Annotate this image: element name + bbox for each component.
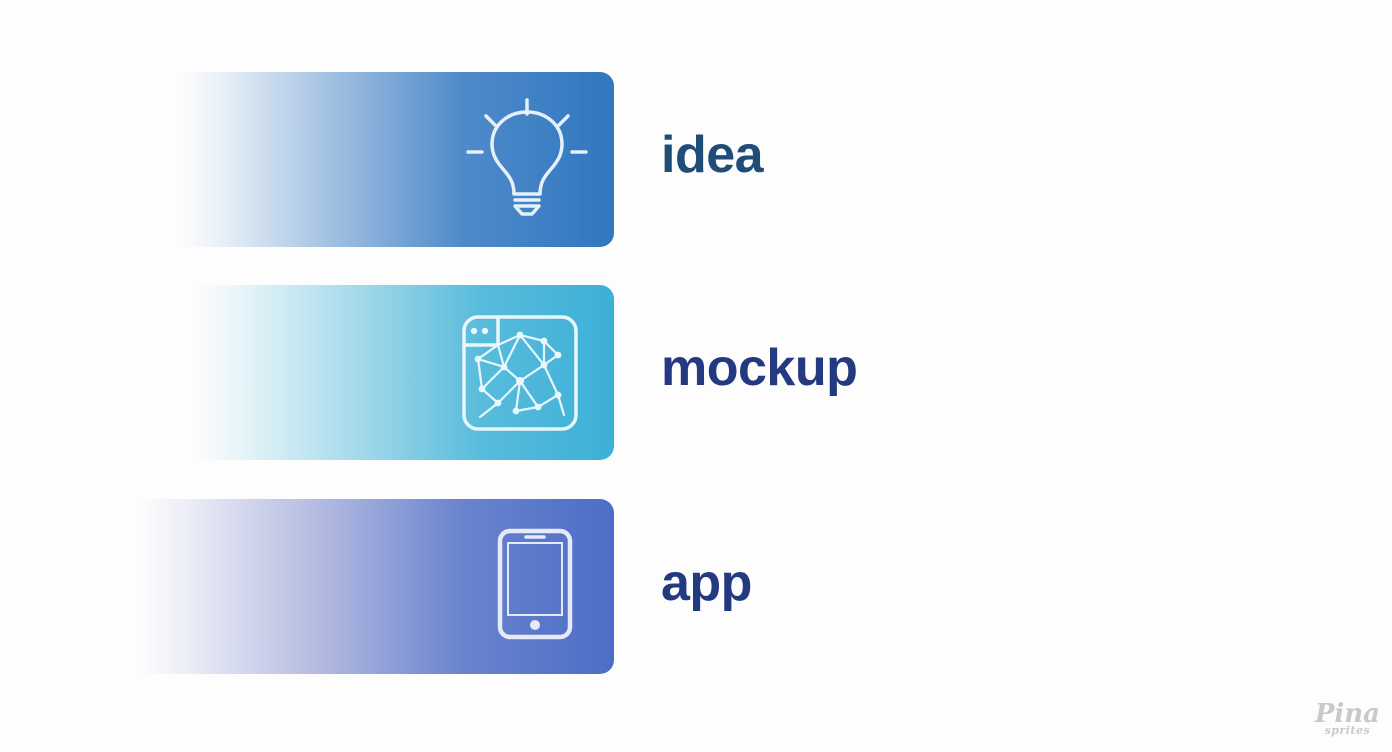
wireframe-window-icon [462,315,578,431]
step-label-app: app [661,554,752,612]
watermark-line-2: sprites [1324,724,1371,737]
step-label-mockup: mockup [661,339,858,397]
watermark-line-1: Pina [1314,699,1380,729]
step-idea: idea [0,72,1392,248]
watermark-logo: Pina sprites [1315,701,1380,736]
smartphone-icon [497,528,573,640]
step-bar-app [140,499,614,674]
step-bar-mockup [195,285,614,460]
step-label-idea: idea [661,126,764,184]
lightbulb-icon [466,98,588,216]
step-app: app [0,499,1392,675]
step-mockup: mockup [0,285,1392,461]
step-bar-idea [180,72,614,247]
